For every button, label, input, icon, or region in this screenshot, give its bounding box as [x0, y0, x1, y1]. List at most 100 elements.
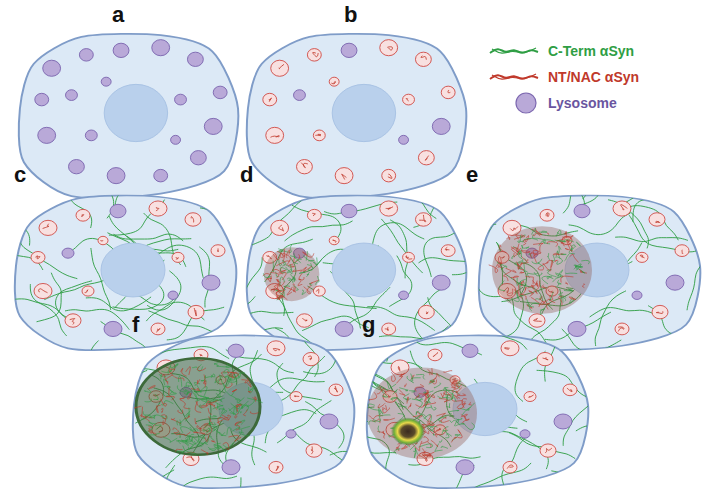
- nt-nac-fibril: [36, 256, 40, 259]
- c-term-fibril: [156, 465, 175, 493]
- nt-nac-fibril: [294, 396, 299, 398]
- nt-nac-fibril: [425, 156, 428, 161]
- nt-nac-fibril: [546, 213, 549, 217]
- lysosome: [666, 275, 684, 290]
- nt-nac-fibril: [656, 221, 661, 223]
- lysosome: [636, 252, 648, 262]
- lysosome: [154, 169, 168, 182]
- lysosome: [303, 352, 319, 365]
- nt-nac-fibril: [313, 52, 318, 56]
- lysosome: [313, 130, 325, 141]
- lysosome: [31, 251, 45, 263]
- lysosome: [76, 209, 90, 221]
- lysosome: [554, 414, 572, 429]
- nt-nac-fibril: [433, 353, 438, 357]
- lysosome: [428, 349, 442, 361]
- nt-nac-fibril: [276, 466, 279, 470]
- lysosome: [66, 90, 78, 101]
- lysosome: [335, 168, 353, 184]
- cell-membrane: [19, 34, 239, 198]
- lysosome: [151, 323, 165, 335]
- nucleus: [332, 84, 395, 141]
- cell: [310, 300, 644, 493]
- cell-membrane: [367, 335, 588, 488]
- lysosome: [529, 314, 545, 327]
- nt-nac-fibril: [200, 355, 202, 357]
- c-term-fibril: [211, 324, 283, 331]
- nt-nac-fibril: [85, 290, 88, 293]
- nt-nac-fibril: [682, 250, 683, 254]
- c-term-fibril: [113, 234, 183, 241]
- nt-nac-fibril: [406, 256, 412, 259]
- lysosome: [213, 86, 227, 99]
- c-term-fibril: [303, 335, 337, 374]
- c-term-fibril: [0, 212, 30, 246]
- panel-letter: c: [14, 164, 26, 186]
- lysosome: [34, 283, 52, 298]
- lysosome: [222, 460, 240, 475]
- panel-letter: b: [344, 4, 357, 26]
- lysosome: [415, 213, 431, 226]
- lysosome: [104, 321, 122, 336]
- c-term-fibril: [474, 308, 527, 350]
- lysosome: [501, 341, 519, 356]
- lysosome: [35, 93, 49, 106]
- lysosome: [341, 204, 357, 217]
- nt-nac-fibril: [534, 318, 542, 321]
- c-term-fibril: [285, 221, 353, 241]
- nt-nac-fibril: [342, 174, 347, 179]
- legend-row: Lysosome: [486, 90, 639, 116]
- lysosome: [399, 135, 409, 144]
- lysosome: [266, 127, 284, 143]
- lysosome: [202, 275, 220, 290]
- lysosome: [152, 40, 170, 56]
- lysosome: [171, 135, 181, 144]
- legend-label: Lysosome: [548, 95, 617, 111]
- nt-nac-fibril: [301, 163, 308, 168]
- c-term-fibril: [167, 307, 224, 340]
- lysosome: [432, 118, 450, 134]
- nt-nac-fibril: [543, 358, 549, 360]
- nt-nac-fibril: [386, 207, 393, 210]
- c-term-fibril: [68, 174, 92, 228]
- cell: [77, 320, 379, 493]
- legend-row: C-Term αSyn: [486, 38, 639, 64]
- nt-nac-fibril: [388, 174, 392, 178]
- c-term-fibril: [146, 302, 204, 321]
- c-term-fibril: [595, 291, 626, 346]
- c-term-fibril: [615, 237, 688, 242]
- nt-nac-fibril: [43, 224, 49, 229]
- c-term-fibril: [590, 308, 660, 317]
- legend: C-Term αSynNT/NAC αSynLysosome: [486, 38, 639, 116]
- c-term-fibril: [463, 211, 494, 263]
- lysosome: [168, 291, 178, 299]
- lysosome: [537, 352, 553, 365]
- c-term-fibril: [574, 300, 592, 361]
- c-term-fibril: [537, 370, 599, 399]
- aggregate: [489, 226, 592, 315]
- c-term-fibril: [193, 291, 255, 309]
- nt-nac-fibril: [269, 98, 271, 102]
- c-term-fibril: [148, 311, 217, 334]
- c-term-fibril: [292, 205, 341, 240]
- lysosome: [38, 127, 56, 143]
- lysosome: [613, 201, 631, 216]
- lysosome: [290, 392, 302, 402]
- lysosome: [462, 344, 478, 357]
- nucleus: [104, 84, 167, 141]
- cell-membrane: [133, 335, 354, 488]
- nt-nac-fibril: [567, 388, 572, 392]
- legend-row: NT/NAC αSyn: [486, 64, 639, 90]
- lysosome: [520, 430, 530, 438]
- cell: [19, 34, 239, 198]
- lysosome: [85, 130, 97, 141]
- nt-nac-fibril: [156, 328, 160, 332]
- nt-nac-fibril: [186, 456, 194, 461]
- lysosome: [335, 321, 353, 336]
- nt-nac-fibril: [312, 213, 315, 216]
- lysosome: [188, 305, 204, 318]
- c-term-fibril: [413, 194, 471, 227]
- lysosome: [190, 151, 206, 165]
- lysosome: [329, 77, 339, 86]
- lysosome: [329, 384, 343, 396]
